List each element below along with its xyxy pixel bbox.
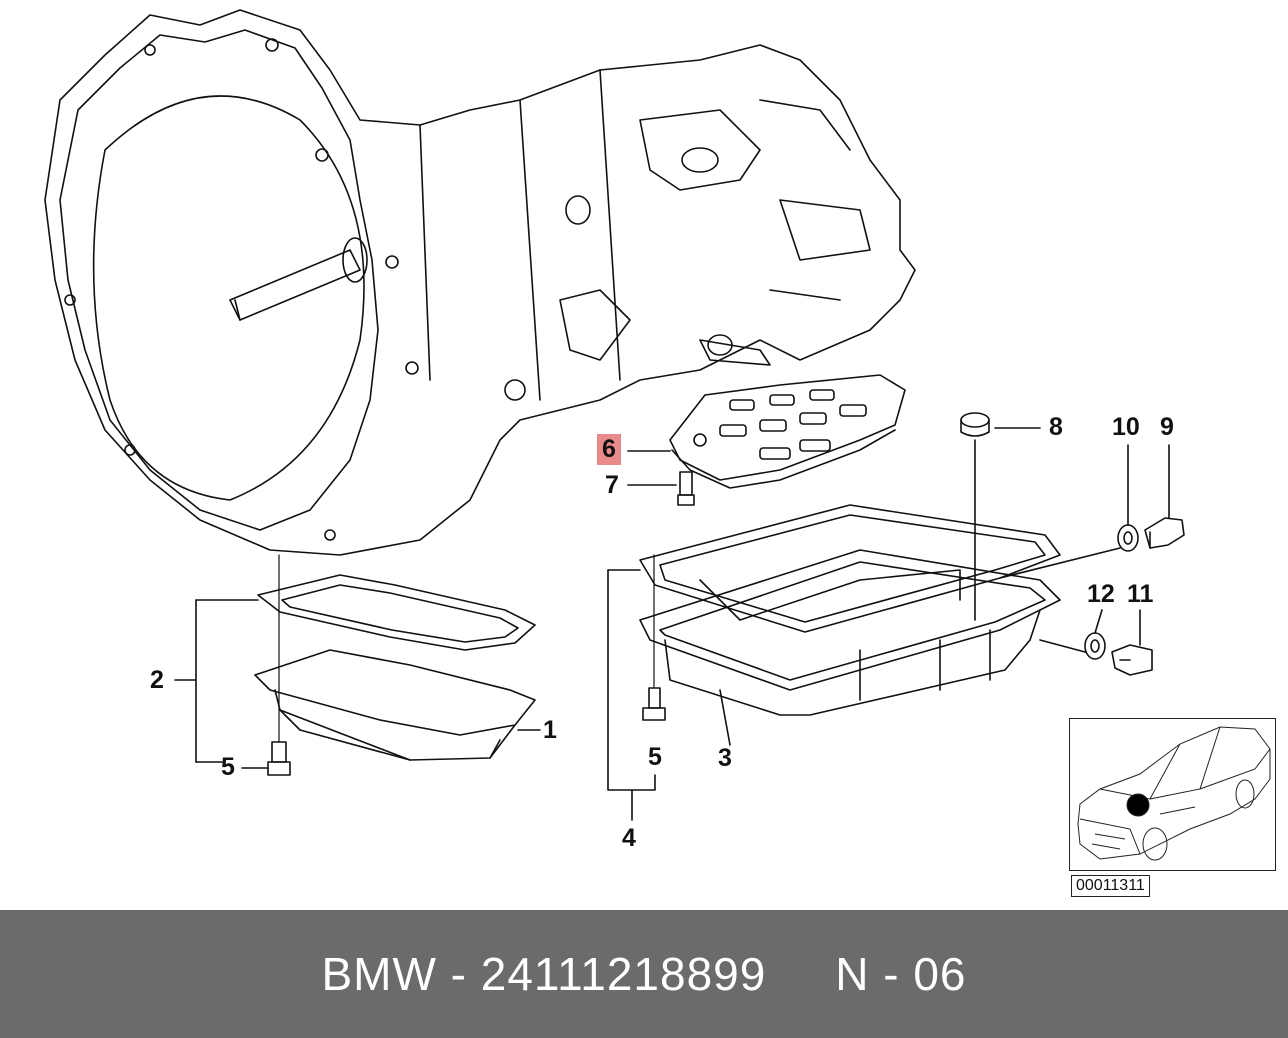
part-5-bolt-left <box>267 554 291 776</box>
footer-bar: BMW - 24111218899 N - 06 <box>0 910 1288 1038</box>
part-7-screw <box>677 471 695 506</box>
callout-2: 2 <box>150 666 164 694</box>
callout-6: 6 <box>597 434 621 465</box>
part-1-oil-pan-left <box>254 649 536 761</box>
callout-10: 10 <box>1112 413 1140 441</box>
part-8-plug <box>960 412 990 621</box>
part-3-oil-pan-right <box>639 549 1061 716</box>
callout-3: 3 <box>718 744 732 772</box>
callout-1: 1 <box>543 716 557 744</box>
part-9-10-drain-plug <box>1117 517 1185 552</box>
transmission-housing <box>44 9 916 556</box>
callout-7: 7 <box>605 471 619 499</box>
leader-lines <box>174 427 1170 821</box>
callout-4: 4 <box>622 824 636 852</box>
callout-12: 12 <box>1087 580 1115 608</box>
vehicle-location-thumbnail <box>1069 718 1276 871</box>
callout-9: 9 <box>1160 413 1174 441</box>
part-4-gasket-right <box>639 504 1061 633</box>
transmission-exploded-diagram <box>44 9 1185 821</box>
part-5-bolt-right <box>642 554 666 721</box>
part-number-caption: BMW - 24111218899 N - 06 <box>321 948 967 1000</box>
part-6-filter <box>669 374 906 489</box>
part-2-gasket-left <box>257 574 536 651</box>
car-outline-icon <box>1077 726 1271 861</box>
diagram-id-label: 00011311 <box>1071 875 1150 897</box>
callout-8: 8 <box>1049 413 1063 441</box>
callout-5-left: 5 <box>221 753 235 781</box>
part-11-12-filler-plug <box>1084 632 1153 676</box>
callout-5-right: 5 <box>648 743 662 771</box>
callout-11: 11 <box>1127 580 1154 608</box>
